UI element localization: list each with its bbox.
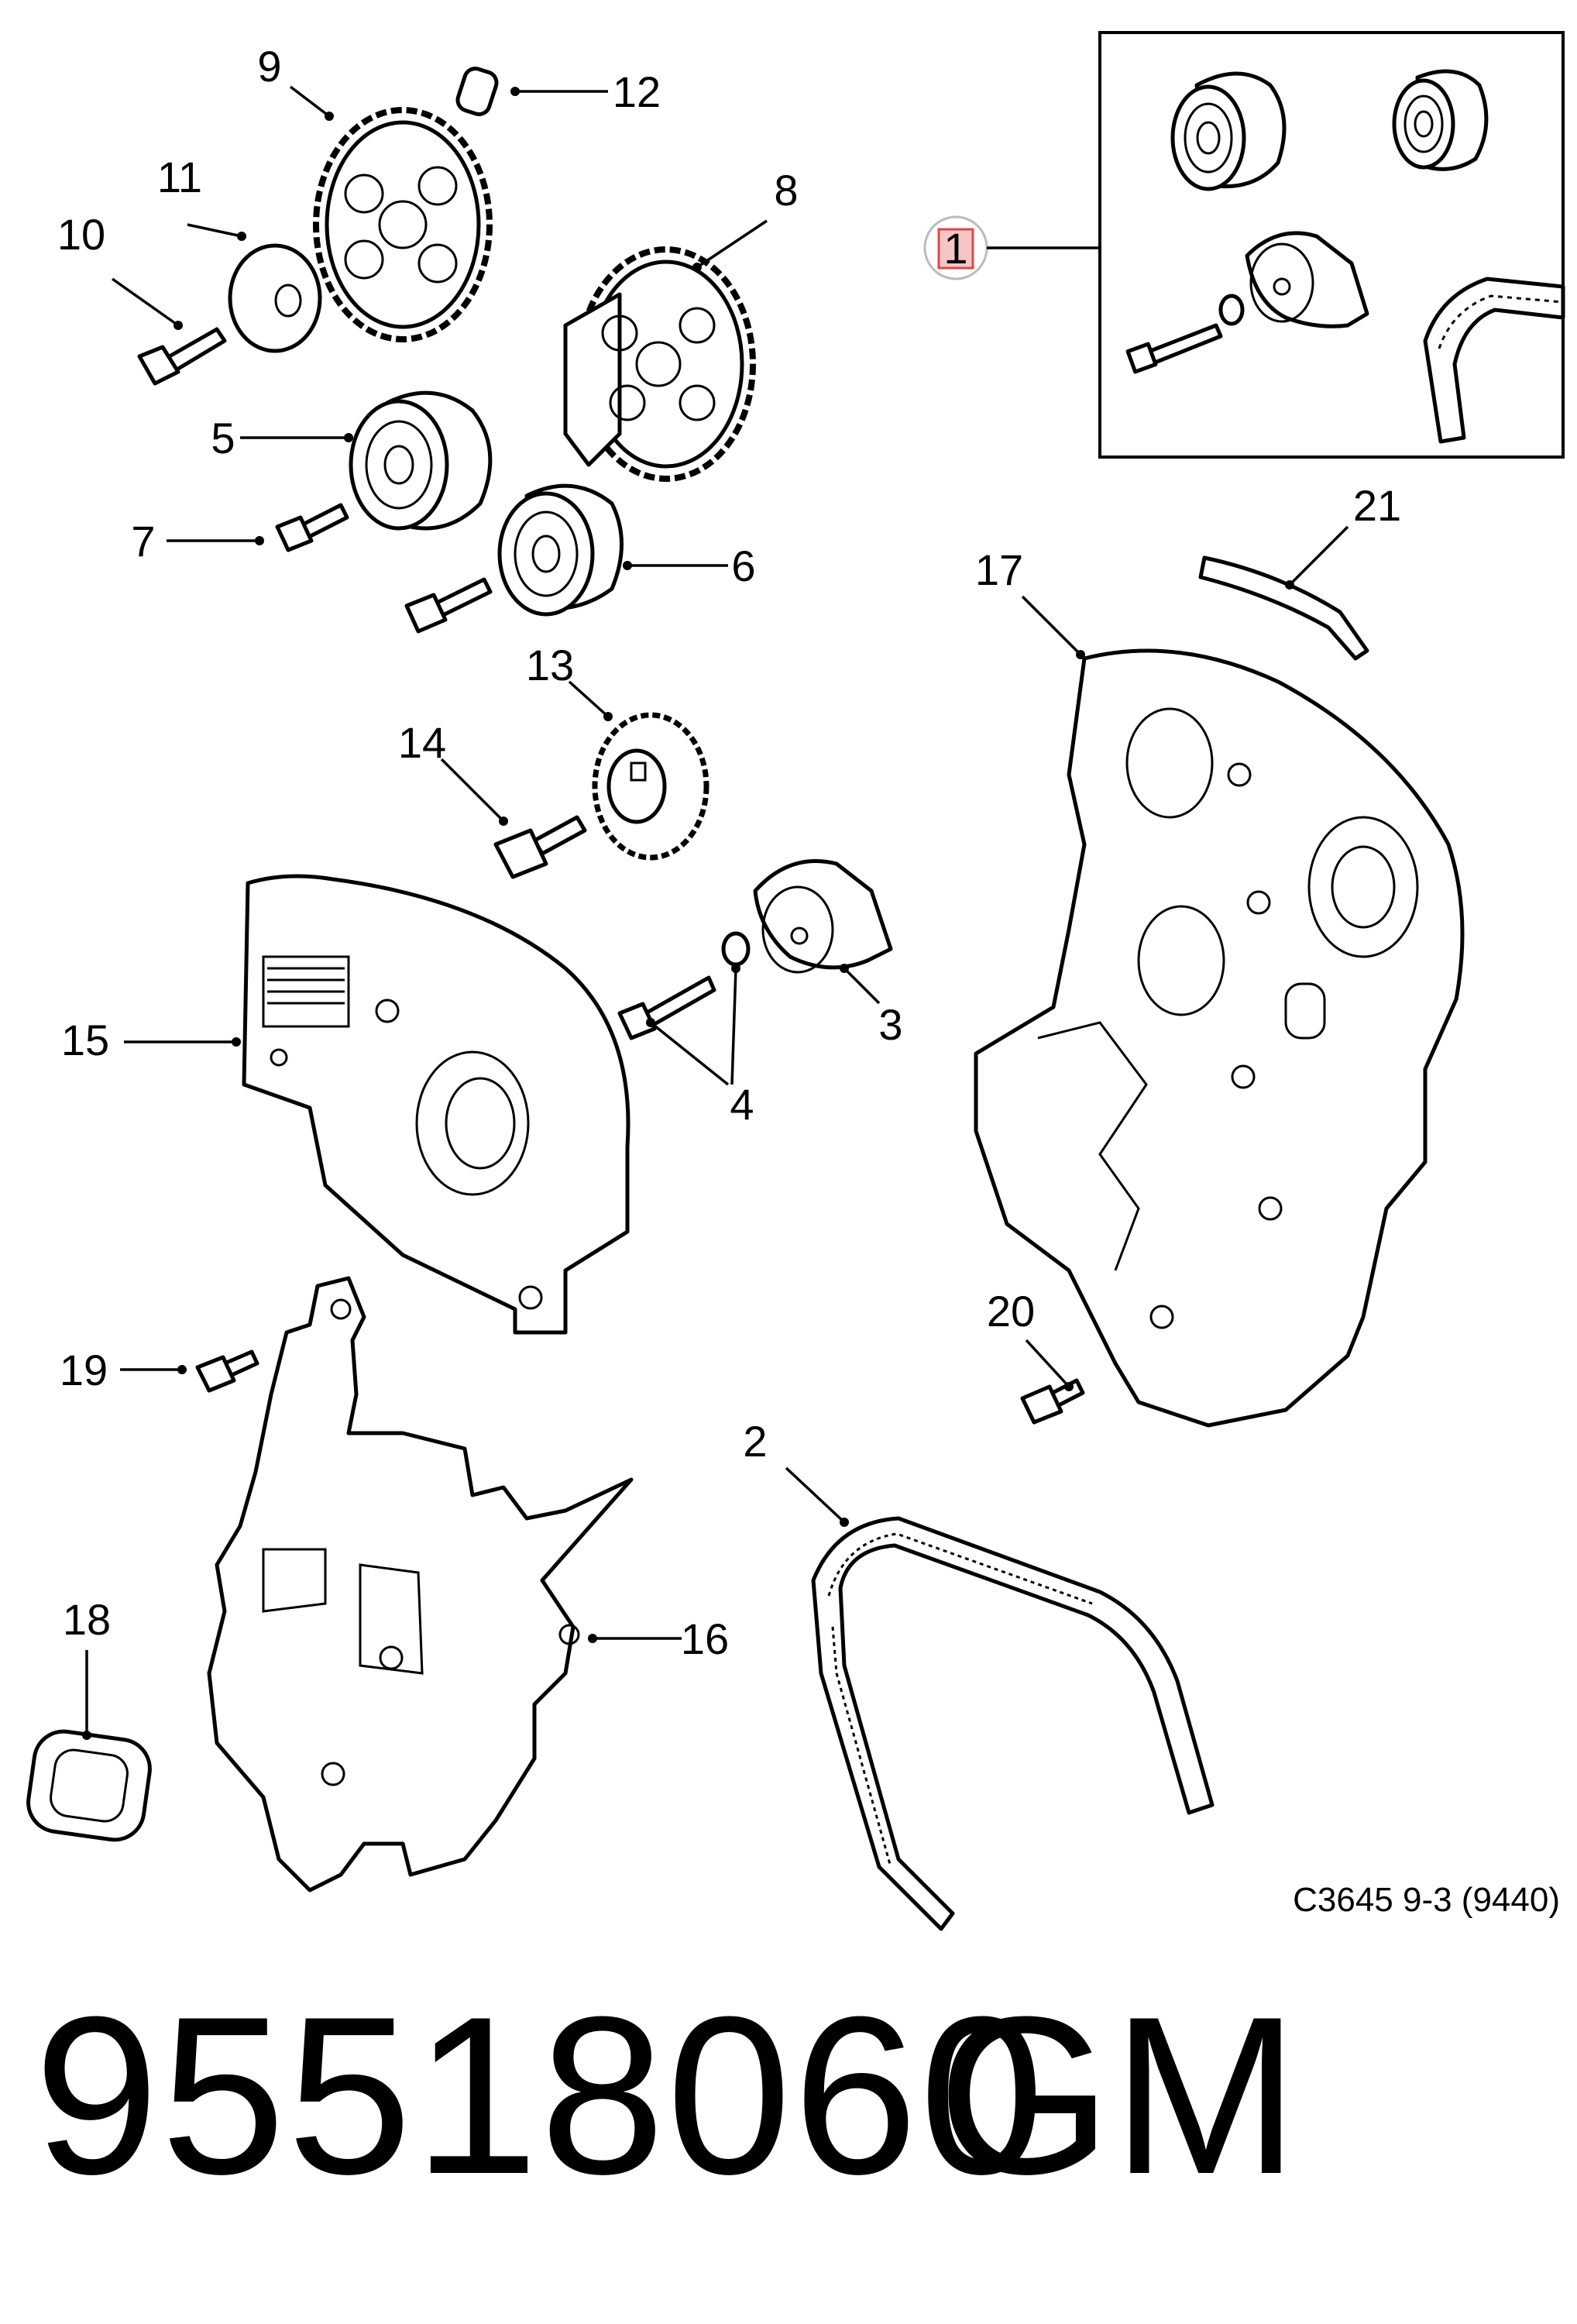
kit-roller-a: [1170, 71, 1287, 191]
callout-20: 20: [987, 1287, 1035, 1336]
leader-lines: [82, 85, 1349, 1740]
callout-7: 7: [131, 517, 155, 566]
callout-1: 1: [943, 224, 967, 273]
kit-washer: [1218, 294, 1245, 326]
camshaft-sprocket-9: [313, 107, 493, 342]
bolt-7: [275, 503, 349, 552]
part-number: 95518060: [34, 1970, 1046, 2221]
seal-strip-21: [1198, 555, 1369, 661]
kit-roller-b: [1392, 69, 1489, 171]
washer-11: [228, 243, 322, 353]
callout-19: 19: [60, 1346, 108, 1394]
callout-16: 16: [681, 1614, 729, 1663]
rear-timing-cover-17: [974, 648, 1465, 1428]
parts-diagram: 1: [26, 31, 1565, 1931]
callout-1-group: 1: [923, 215, 1100, 280]
brand-name: GM: [937, 1970, 1300, 2221]
callout-5: 5: [211, 414, 235, 462]
callout-8: 8: [774, 166, 798, 215]
kit-inset: [1098, 31, 1565, 459]
gasket-18: [26, 1729, 152, 1842]
callout-11: 11: [157, 153, 202, 201]
bolt-4: [617, 975, 716, 1040]
washer-4: [721, 931, 751, 967]
callout-14: 14: [398, 718, 446, 767]
bolt-roller-6: [404, 577, 493, 634]
callout-21: 21: [1353, 481, 1401, 530]
callout-15: 15: [61, 1016, 109, 1064]
bolt-19: [195, 1349, 259, 1393]
callout-2: 2: [743, 1417, 767, 1466]
callout-3: 3: [878, 1000, 902, 1049]
bolt-20: [1020, 1378, 1085, 1425]
callout-13: 13: [526, 641, 574, 689]
idler-roller-5: [349, 390, 493, 531]
callout-10: 10: [57, 210, 105, 259]
diagram-reference-code: C3645 9-3 (9440): [1293, 1881, 1560, 1919]
dowel-pin-12: [455, 67, 499, 116]
kit-tensioner: [1245, 231, 1369, 328]
callout-12: 12: [613, 67, 661, 116]
callout-17: 17: [975, 545, 1023, 594]
kit-belt-segment: [1423, 277, 1565, 444]
upper-timing-cover-15: [242, 874, 630, 1335]
bolt-10: [137, 327, 227, 386]
lower-timing-cover-16: [207, 1276, 634, 1893]
tensioner-3: [753, 859, 893, 974]
kit-bolt: [1125, 323, 1223, 374]
callout-9: 9: [257, 42, 281, 91]
timing-belt-2: [811, 1516, 1215, 1931]
callout-18: 18: [63, 1595, 111, 1644]
callout-6: 6: [731, 541, 755, 590]
crankshaft-gear-13: [592, 712, 709, 861]
callout-4: 4: [730, 1080, 754, 1129]
camshaft-sprocket-8: [563, 246, 756, 482]
bolt-14: [493, 815, 587, 879]
idler-roller-6: [497, 483, 624, 617]
